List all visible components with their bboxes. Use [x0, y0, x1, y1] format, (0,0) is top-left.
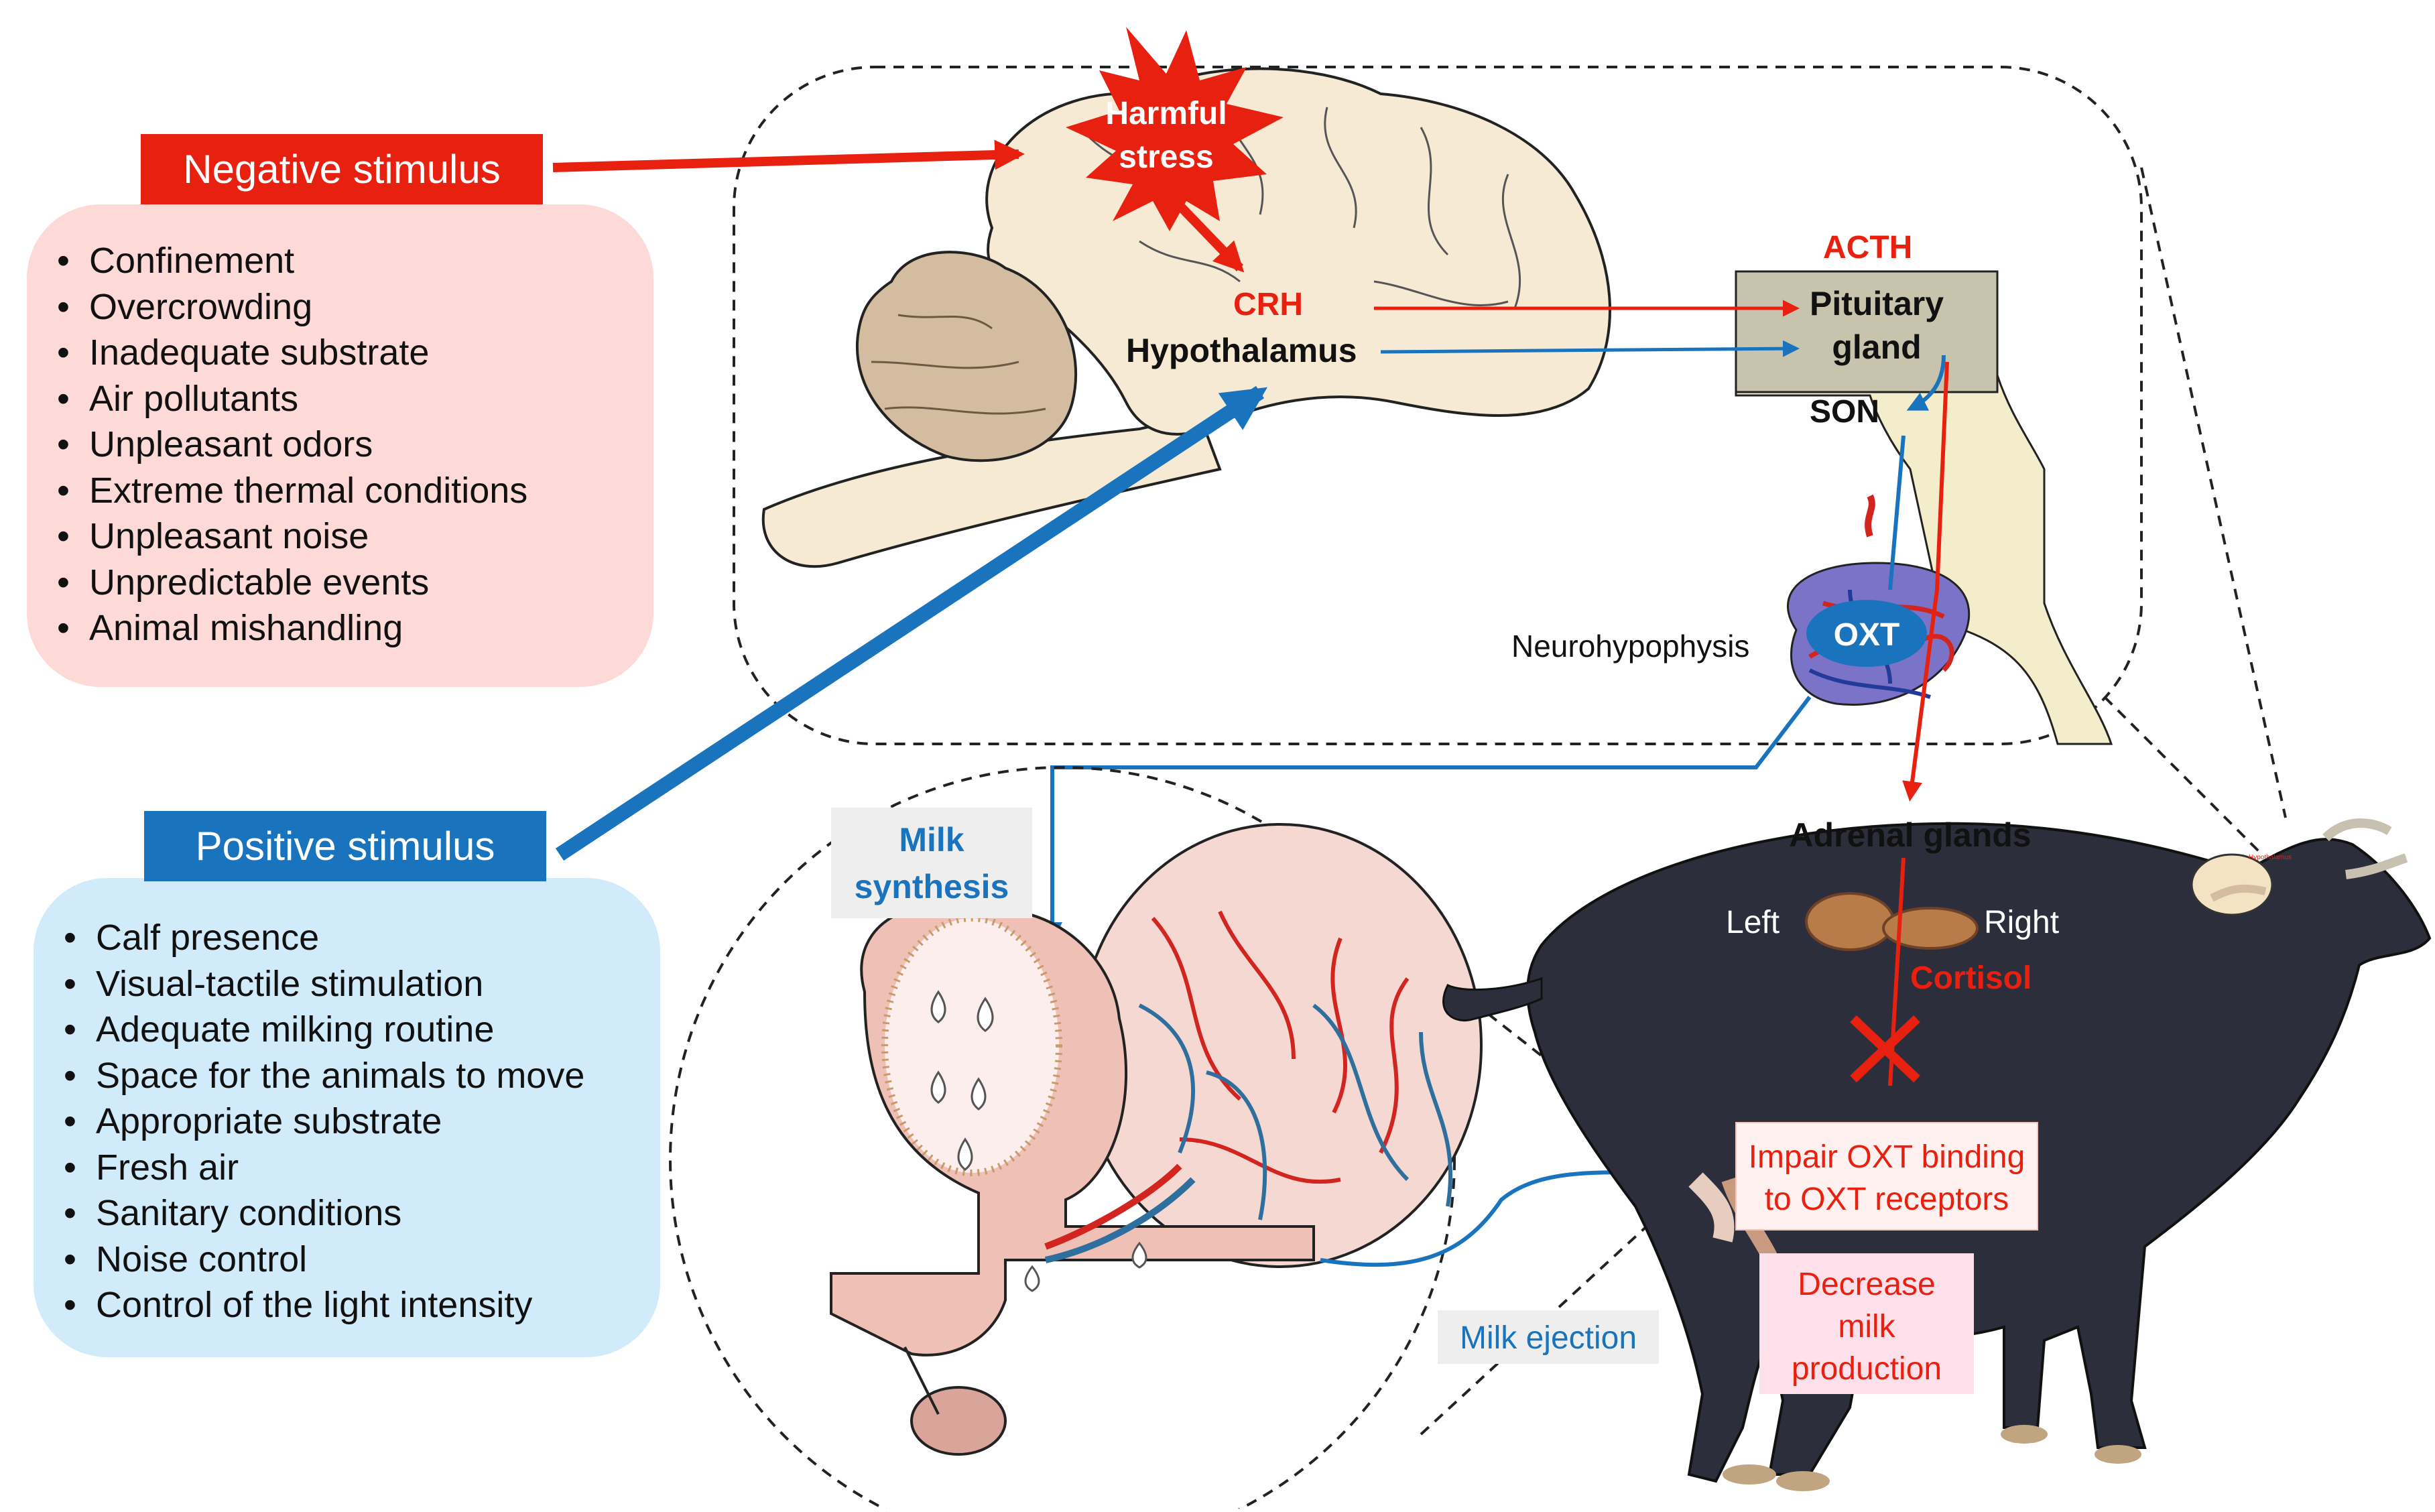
zoom-line	[2140, 167, 2287, 818]
son-to-neurohypophysis-line	[1888, 435, 1906, 590]
pituitary-to-son-arrow	[1906, 355, 1946, 411]
negative-list-item: Unpleasant noise	[44, 513, 527, 560]
positive-stimulus-list: Calf presenceVisual-tactile stimulationA…	[50, 915, 584, 1328]
milk-ejection-tag	[1438, 1310, 1659, 1364]
stress-to-crh-arrow	[1145, 171, 1245, 273]
positive-list-item: Fresh air	[50, 1145, 584, 1191]
neurohypophysis-label: Neurohypophysis	[1511, 629, 1749, 664]
crh-label: CRH	[1233, 287, 1303, 322]
milk-ejection-label: Milk ejection	[1460, 1320, 1637, 1356]
pituitary-label-line1: Pituitary	[1810, 285, 1944, 322]
harmful-stress-burst: Harmful stress	[1066, 27, 1284, 231]
negative-list-item: Confinement	[44, 238, 527, 284]
positive-to-hypothalamus-arrow	[555, 385, 1268, 861]
negative-list-item: Unpredictable events	[44, 560, 527, 606]
oxt-label: OXT	[1834, 617, 1900, 653]
impair-line1: Impair OXT binding	[1749, 1139, 2025, 1175]
harmful-stress-line1: Harmful	[1105, 96, 1227, 131]
positive-list-item: Appropriate substrate	[50, 1098, 584, 1145]
decrease-line1: Decrease	[1798, 1267, 1935, 1302]
positive-stimulus-header	[144, 811, 546, 881]
acth-label: ACTH	[1823, 230, 1912, 265]
blocked-cross-icon	[1850, 1015, 1920, 1083]
cortisol-label: Cortisol	[1910, 960, 2032, 996]
right-adrenal-gland	[1882, 907, 1979, 950]
negative-stimulus-title: Negative stimulus	[183, 147, 501, 192]
negative-stimulus-list: ConfinementOvercrowdingInadequate substr…	[44, 238, 527, 651]
decrease-production-box	[1759, 1253, 1974, 1394]
decrease-line2: milk	[1838, 1309, 1895, 1344]
positive-list-item: Adequate milking routine	[50, 1007, 584, 1053]
pituitary-label-line2: gland	[1832, 328, 1921, 366]
positive-list-item: Control of the light intensity	[50, 1282, 584, 1328]
left-adrenal-gland	[1805, 892, 1895, 951]
hypothalamus-to-pituitary-arrow	[1380, 340, 1800, 357]
positive-list-item: Calf presence	[50, 915, 584, 961]
impair-oxt-box	[1735, 1122, 2038, 1231]
harmful-stress-line2: stress	[1119, 139, 1213, 175]
son-label: SON	[1810, 394, 1879, 430]
negative-list-item: Inadequate substrate	[44, 330, 527, 376]
milk-synthesis-line1: Milk	[899, 821, 964, 859]
negative-list-item: Unpleasant odors	[44, 422, 527, 468]
decrease-line3: production	[1792, 1351, 1942, 1387]
brain-illustration	[761, 67, 2113, 745]
oxt-to-milk-synthesis-arrow	[1042, 696, 1812, 942]
acth-to-adrenal-arrow	[1902, 361, 1949, 802]
alveolus-illustration	[830, 823, 1483, 1456]
right-label: Right	[1984, 905, 2059, 940]
pituitary-gland-block	[1735, 270, 1999, 393]
left-label: Left	[1726, 905, 1780, 940]
negative-list-item: Animal mishandling	[44, 605, 527, 651]
oxt-badge	[1806, 600, 1927, 667]
negative-stimulus-header	[141, 134, 543, 204]
mini-hypothalamus-label: Hypothalamus	[2249, 854, 2292, 861]
adrenal-glands-label: Adrenal glands	[1789, 816, 2031, 854]
brain-panel-border	[733, 66, 2143, 745]
milk-synthesis-line2: synthesis	[855, 868, 1009, 905]
impair-line2: to OXT receptors	[1765, 1182, 2009, 1217]
positive-list-item: Visual-tactile stimulation	[50, 961, 584, 1007]
positive-stimulus-title: Positive stimulus	[196, 824, 495, 869]
negative-list-item: Overcrowding	[44, 284, 527, 330]
negative-list-item: Air pollutants	[44, 376, 527, 422]
positive-list-item: Sanitary conditions	[50, 1190, 584, 1237]
positive-list-item: Space for the animals to move	[50, 1053, 584, 1099]
milk-synthesis-tag	[831, 808, 1032, 918]
zoom-line	[2103, 696, 2260, 853]
hypothalamus-label: Hypothalamus	[1126, 332, 1357, 369]
positive-list-item: Noise control	[50, 1237, 584, 1283]
negative-list-item: Extreme thermal conditions	[44, 468, 527, 514]
udder-zoom-circle	[669, 766, 1456, 1512]
negative-to-stress-arrow	[552, 139, 1025, 172]
